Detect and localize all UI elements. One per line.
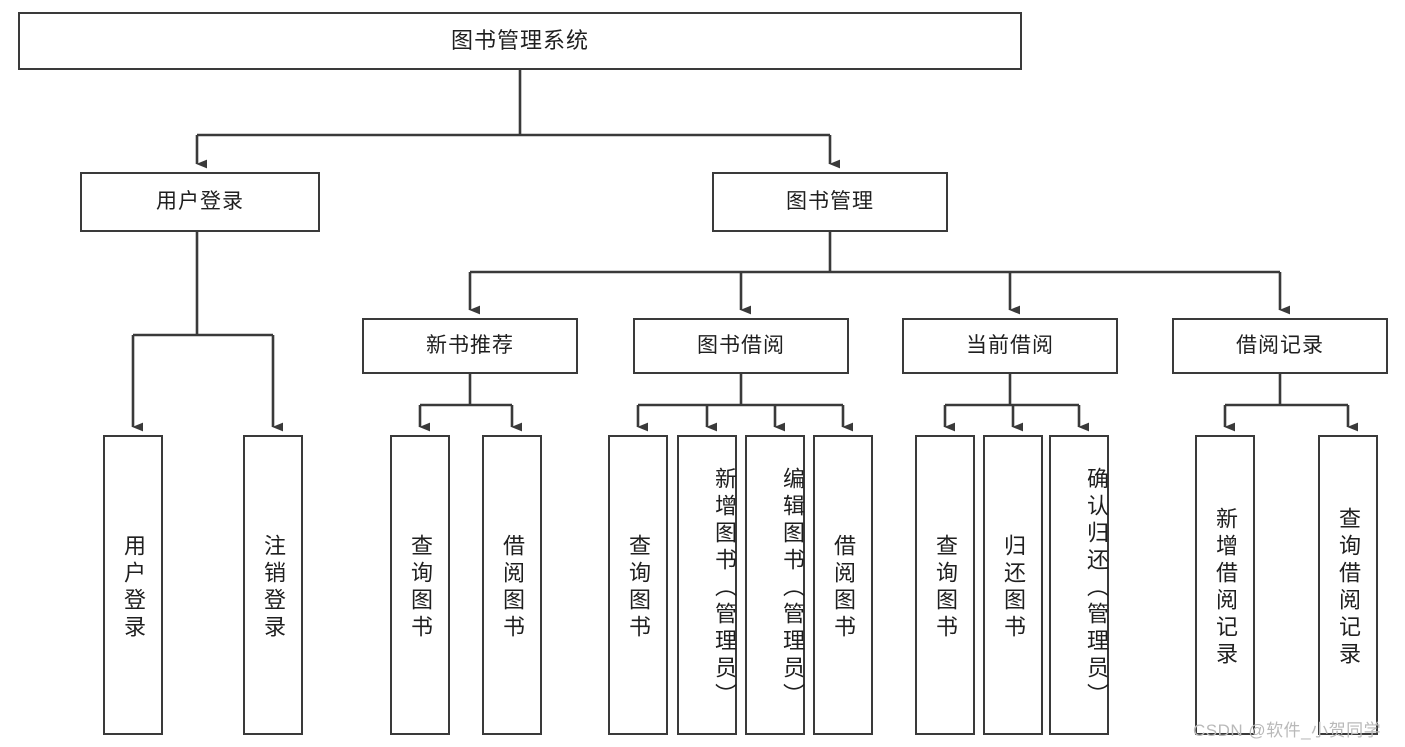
node-book-manage-label: 图书管理	[786, 190, 874, 214]
node-new-book-recommend-label: 新书推荐	[426, 334, 514, 358]
node-leaf-user-login-label: 用户登录	[121, 534, 146, 642]
node-leaf-add-book-label: 新增图书（管理员）	[712, 466, 737, 710]
node-book-borrow[interactable]: 图书借阅	[633, 318, 849, 374]
node-leaf-confirm-return-label: 确认归还（管理员）	[1084, 466, 1109, 710]
node-leaf-logout-label: 注销登录	[261, 534, 286, 642]
node-user-login[interactable]: 用户登录	[80, 172, 320, 232]
node-leaf-add-record-label: 新增借阅记录	[1213, 507, 1238, 669]
node-book-manage[interactable]: 图书管理	[712, 172, 948, 232]
node-root-label: 图书管理系统	[450, 27, 589, 53]
node-leaf-borrow-book-2-label: 借阅图书	[831, 534, 856, 642]
node-leaf-query-book-1-label: 查询图书	[408, 534, 433, 642]
node-leaf-add-record[interactable]: 新增借阅记录	[1195, 435, 1255, 735]
node-leaf-query-book-1[interactable]: 查询图书	[390, 435, 450, 735]
node-borrow-record-label: 借阅记录	[1236, 334, 1324, 358]
node-leaf-query-book-3[interactable]: 查询图书	[915, 435, 975, 735]
node-leaf-borrow-book-2[interactable]: 借阅图书	[813, 435, 873, 735]
node-leaf-borrow-book-1[interactable]: 借阅图书	[482, 435, 542, 735]
node-leaf-return-book-label: 归还图书	[1001, 534, 1026, 642]
node-leaf-edit-book[interactable]: 编辑图书（管理员）	[745, 435, 805, 735]
node-new-book-recommend[interactable]: 新书推荐	[362, 318, 578, 374]
node-leaf-confirm-return[interactable]: 确认归还（管理员）	[1049, 435, 1109, 735]
node-leaf-query-book-2[interactable]: 查询图书	[608, 435, 668, 735]
node-leaf-user-login[interactable]: 用户登录	[103, 435, 163, 735]
node-leaf-query-book-3-label: 查询图书	[933, 534, 958, 642]
csdn-watermark: CSDN @软件_小贺同学	[1193, 721, 1382, 740]
node-book-borrow-label: 图书借阅	[697, 334, 785, 358]
node-borrow-record[interactable]: 借阅记录	[1172, 318, 1388, 374]
node-leaf-borrow-book-1-label: 借阅图书	[500, 534, 525, 642]
node-leaf-query-book-2-label: 查询图书	[626, 534, 651, 642]
node-root[interactable]: 图书管理系统	[18, 12, 1022, 70]
node-leaf-query-record[interactable]: 查询借阅记录	[1318, 435, 1378, 735]
node-leaf-logout[interactable]: 注销登录	[243, 435, 303, 735]
node-leaf-query-record-label: 查询借阅记录	[1336, 507, 1361, 669]
node-current-borrow[interactable]: 当前借阅	[902, 318, 1118, 374]
node-current-borrow-label: 当前借阅	[966, 334, 1054, 358]
node-user-login-label: 用户登录	[156, 190, 244, 214]
node-leaf-return-book[interactable]: 归还图书	[983, 435, 1043, 735]
node-leaf-edit-book-label: 编辑图书（管理员）	[780, 466, 805, 710]
node-leaf-add-book[interactable]: 新增图书（管理员）	[677, 435, 737, 735]
